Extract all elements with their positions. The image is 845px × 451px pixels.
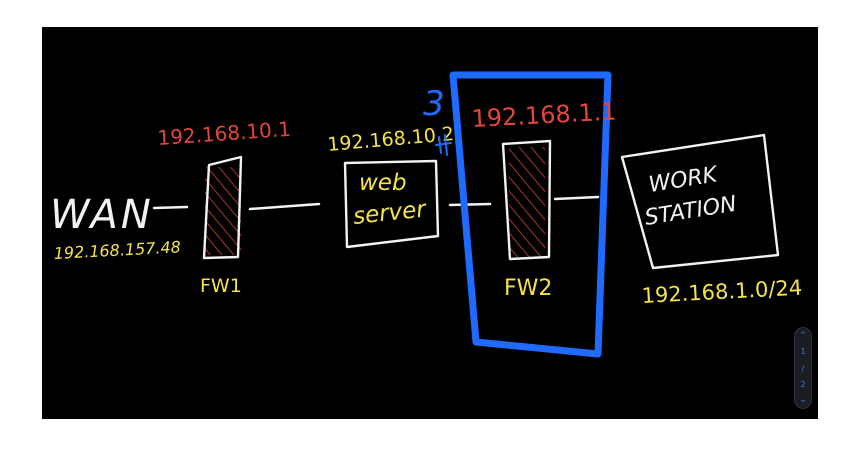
fw2-firewall-box	[501, 139, 552, 261]
annotation-number: 3	[423, 84, 445, 124]
workstation-box	[620, 133, 780, 270]
fw1-label: FW1	[200, 275, 242, 297]
chevron-up-icon[interactable]: ⌃	[799, 331, 807, 341]
workstation-label-line2: STATION	[643, 192, 738, 231]
chevron-down-icon[interactable]: ⌄	[799, 395, 807, 405]
whiteboard-canvas: WAN 192.168.157.48 192.168.10.1 FW1 192.…	[42, 27, 818, 419]
workstation-network-label: 192.168.1.0/24	[641, 276, 803, 308]
wan-link	[152, 205, 189, 210]
fw2-to-workstation-link	[553, 195, 600, 201]
fw2-ip-label: 192.168.1.1	[471, 97, 617, 133]
web-server-box	[343, 159, 440, 249]
web-server-ip-label: 192.168.10.2	[327, 123, 455, 156]
annotation-scribble	[435, 134, 452, 156]
fw1-to-webserver-link	[248, 202, 321, 211]
webserver-to-fw2-link	[448, 202, 492, 207]
fw1-firewall-box	[202, 155, 243, 260]
web-server-label-line1: web	[359, 170, 407, 196]
fw1-hatch	[205, 167, 241, 255]
web-server-label-line2: server	[352, 196, 429, 230]
fw1-ip-label: 192.168.10.1	[157, 117, 292, 150]
page-navigator: ⌃ 1 / 2 ⌄	[794, 327, 812, 409]
fw2-label: FW2	[504, 276, 552, 301]
wan-label: WAN	[50, 192, 154, 238]
wan-ip-label: 192.168.157.48	[53, 237, 181, 263]
network-diagram: WAN 192.168.157.48 192.168.10.1 FW1 192.…	[50, 71, 803, 358]
total-pages: 2	[800, 379, 806, 389]
workstation-label-line1: WORK	[647, 162, 720, 198]
fw2-hatch	[509, 147, 545, 257]
fw2-highlight-frame	[449, 71, 612, 358]
current-page: 1	[800, 347, 806, 357]
page-separator: /	[801, 363, 805, 373]
